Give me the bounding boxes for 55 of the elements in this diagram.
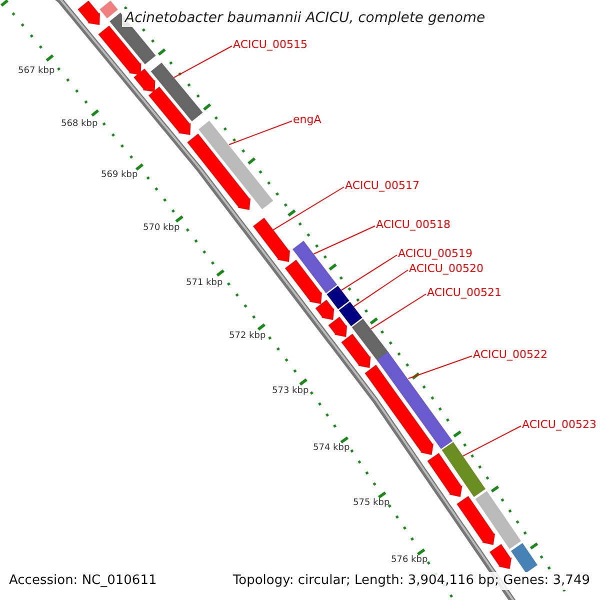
- scale-label: 571 kbp: [186, 278, 223, 289]
- gene-label: ACICU_00515: [233, 38, 308, 52]
- gene-feature: [341, 334, 371, 368]
- scale-label: 570 kbp: [143, 223, 180, 234]
- accession-text: Accession: NC_010611: [7, 572, 159, 590]
- scale-label: 574 kbp: [313, 443, 350, 454]
- gene-feature: [364, 364, 434, 455]
- gene-feature: [187, 134, 250, 210]
- gene-feature: [328, 316, 348, 337]
- leader-line: [370, 294, 426, 330]
- gene-feature: [352, 318, 389, 362]
- leader-line: [408, 356, 472, 379]
- scale-label: 573 kbp: [272, 386, 309, 397]
- gene-label: ACICU_00519: [398, 247, 472, 261]
- gene-label: ACICU_00520: [409, 262, 484, 276]
- gene-feature: [292, 240, 338, 294]
- gene-feature: [78, 0, 100, 25]
- gene-feature: [150, 62, 203, 122]
- gene-feature: [198, 120, 274, 210]
- gene-label: ACICU_00522: [473, 348, 548, 362]
- gene-feature: [98, 26, 142, 75]
- gene-feature: [285, 260, 322, 304]
- gene-feature: [326, 286, 350, 310]
- leader-line: [313, 226, 376, 254]
- scale-label: 567 kbp: [18, 66, 55, 77]
- gene-feature: [510, 543, 538, 573]
- gene-label: ACICU_00523: [522, 418, 596, 432]
- gene-feature: [253, 218, 290, 262]
- gene-label: engA: [293, 113, 322, 127]
- gene-feature: [148, 86, 191, 135]
- scale-label: 568 kbp: [61, 119, 98, 130]
- leader-line: [173, 46, 232, 78]
- scale-label: 572 kbp: [229, 331, 266, 342]
- leader-line: [353, 270, 408, 308]
- leader-line: [462, 426, 522, 457]
- leader-line: [228, 120, 292, 146]
- scale-label: 575 kbp: [353, 498, 390, 509]
- leader-line: [340, 254, 398, 291]
- gene-label: ACICU_00517: [345, 179, 420, 193]
- gene-feature: [475, 491, 522, 549]
- leader-line: [272, 186, 344, 230]
- gene-feature: [490, 544, 512, 569]
- scale-label: 576 kbp: [391, 555, 428, 566]
- gene-feature: [315, 300, 334, 320]
- gene-label: ACICU_00518: [376, 218, 450, 232]
- gene-feature: [442, 442, 486, 497]
- gene-feature: [456, 496, 496, 545]
- gene-label: ACICU_00521: [427, 286, 502, 300]
- scale-label: 569 kbp: [101, 170, 138, 181]
- gene-feature: [377, 352, 453, 449]
- genome-summary-text: Topology: circular; Length: 3,904,116 bp; Genes: 3,749: [230, 572, 592, 590]
- gene-feature: [427, 453, 462, 497]
- gene-feature: [100, 0, 118, 18]
- gene-feature: [134, 68, 156, 92]
- gene-feature: [338, 302, 362, 326]
